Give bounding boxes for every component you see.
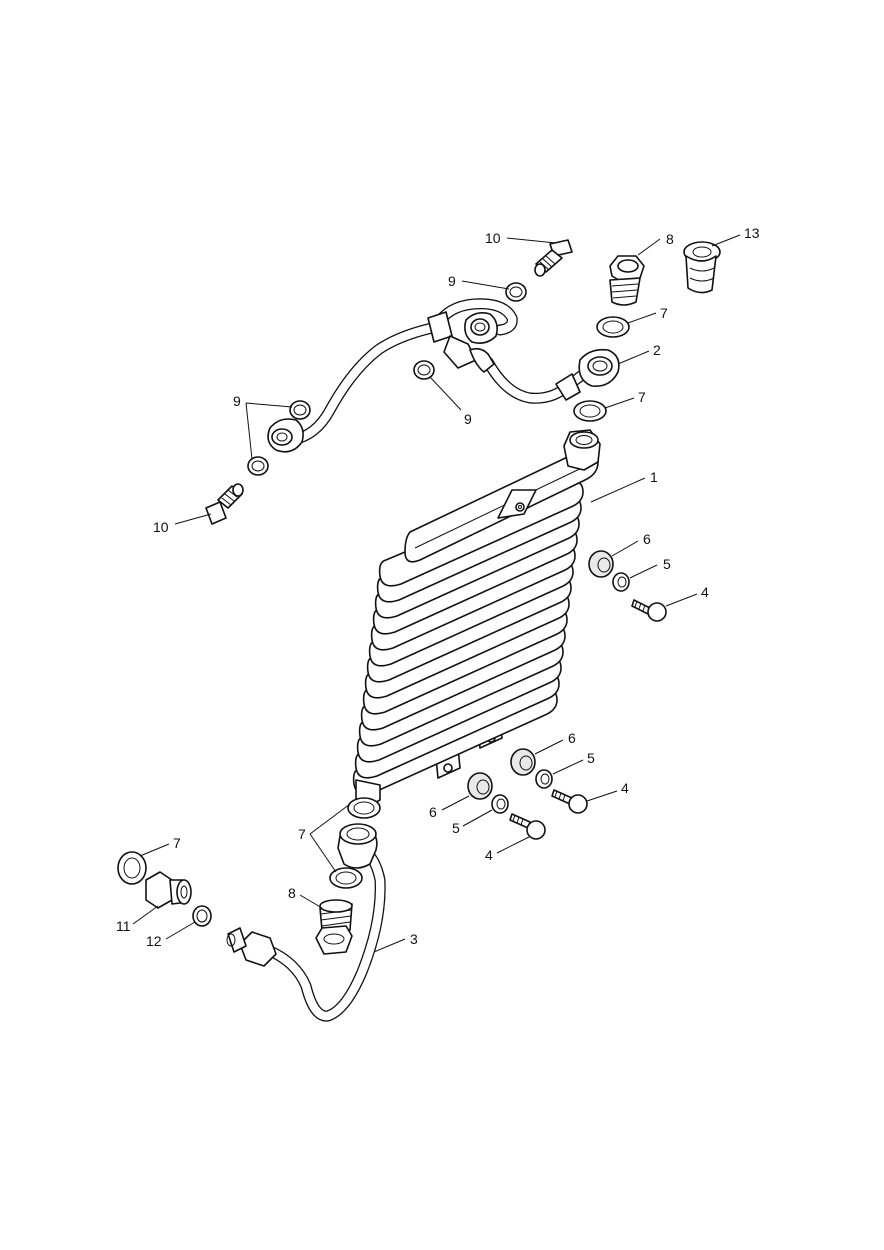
callout-1: 1 <box>650 469 658 485</box>
callout-4-upper: 4 <box>701 584 709 600</box>
adapter-fitting <box>145 871 192 909</box>
callout-9-left: 9 <box>233 393 241 409</box>
callout-7-left: 7 <box>173 835 181 851</box>
callout-13: 13 <box>744 225 760 241</box>
hollow-bolt-lower <box>315 899 353 955</box>
cooler-inlet-boss <box>563 429 601 471</box>
callout-12: 12 <box>146 933 162 949</box>
cooler-top-bracket <box>497 489 537 519</box>
callout-6-upper: 6 <box>643 531 651 547</box>
callout-9-middle: 9 <box>464 411 472 427</box>
banjo-bolt-upper <box>534 239 573 277</box>
callout-6-middle: 6 <box>568 730 576 746</box>
callout-7-top: 7 <box>660 305 668 321</box>
callout-6-lower: 6 <box>429 804 437 820</box>
upper-oil-hose <box>267 298 620 453</box>
callout-7-cooler: 7 <box>638 389 646 405</box>
cooler-fins <box>352 480 584 795</box>
callout-5-upper: 5 <box>663 556 671 572</box>
callout-labels: 1 2 3 4 4 4 5 5 5 6 6 6 7 7 7 7 8 8 9 9 … <box>116 225 760 949</box>
sealing-washers <box>117 282 630 927</box>
callout-8-lower: 8 <box>288 885 296 901</box>
callout-10-upper: 10 <box>485 230 501 246</box>
callout-3: 3 <box>410 931 418 947</box>
oil-cooler <box>352 429 601 808</box>
lower-oil-pipe <box>226 823 386 1022</box>
callout-9-top: 9 <box>448 273 456 289</box>
callout-5-lower: 5 <box>452 820 460 836</box>
mounting-hardware <box>467 550 667 840</box>
callout-4-lower: 4 <box>485 847 493 863</box>
callout-5-middle: 5 <box>587 750 595 766</box>
hollow-bolt-upper <box>609 255 645 306</box>
callout-4-middle: 4 <box>621 780 629 796</box>
special-banjo-bolt <box>683 241 721 294</box>
callout-11: 11 <box>116 918 131 934</box>
callout-8-upper: 8 <box>666 231 674 247</box>
callout-7-lower: 7 <box>298 826 306 842</box>
banjo-bolt-lower <box>205 483 244 525</box>
leader-lines <box>132 234 741 953</box>
callout-10-lower: 10 <box>153 519 169 535</box>
callout-2: 2 <box>653 342 661 358</box>
